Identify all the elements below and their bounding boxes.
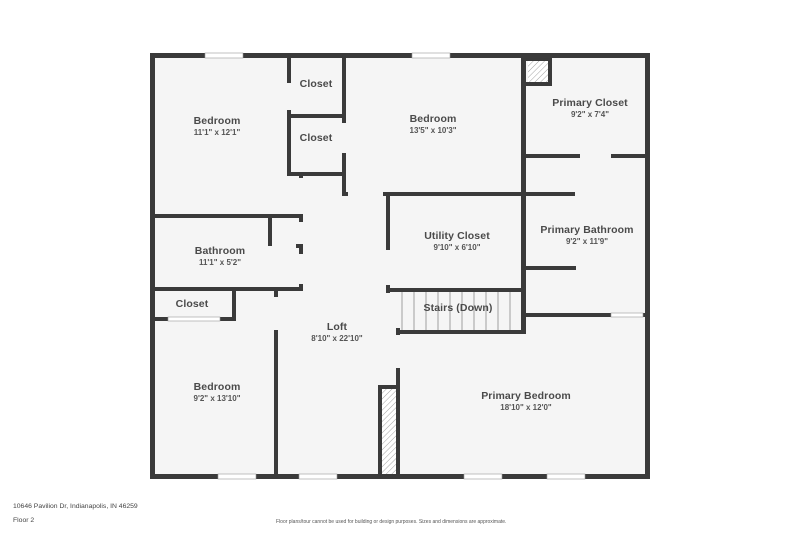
room-name: Primary Bathroom bbox=[540, 224, 634, 236]
stair-treads bbox=[401, 292, 511, 330]
room-bedroom-n: Bedroom 13'5" x 10'3" bbox=[410, 113, 457, 135]
room-name: Closet bbox=[175, 298, 209, 310]
room-name: Bathroom bbox=[194, 245, 246, 257]
walls bbox=[150, 53, 650, 479]
room-dimensions: 11'1" x 5'2" bbox=[198, 258, 242, 267]
room-closet-3: Closet bbox=[176, 298, 209, 310]
chimney-hatch bbox=[528, 61, 548, 82]
windows bbox=[167, 52, 644, 480]
room-bathroom: Bathroom 11'1" x 5'2" bbox=[195, 245, 245, 267]
room-name: Stairs (Down) bbox=[423, 302, 493, 314]
room-closet-1: Closet bbox=[300, 78, 333, 90]
room-primary-bedroom: Primary Bedroom 18'10" x 12'0" bbox=[481, 390, 571, 412]
room-dimensions: 11'1" x 12'1" bbox=[193, 128, 241, 137]
room-bedroom-sw: Bedroom 9'2" x 13'10" bbox=[194, 381, 241, 403]
room-bedroom-nw: Bedroom 11'1" x 12'1" bbox=[194, 115, 241, 137]
room-loft: Loft 8'10" x 22'10" bbox=[311, 321, 362, 343]
floor-label: Floor 2 bbox=[13, 517, 35, 524]
column-hatch bbox=[382, 389, 396, 474]
room-closet-2: Closet bbox=[300, 132, 333, 144]
room-primary-closet: Primary Closet 9'2" x 7'4" bbox=[552, 97, 628, 119]
room-name: Closet bbox=[299, 78, 333, 90]
room-name: Utility Closet bbox=[424, 230, 490, 242]
room-dimensions: 9'2" x 11'9" bbox=[565, 237, 609, 246]
room-dimensions: 13'5" x 10'3" bbox=[409, 126, 457, 135]
room-name: Primary Closet bbox=[552, 97, 628, 109]
room-dimensions: 18'10" x 12'0" bbox=[500, 403, 552, 412]
disclaimer: Floor plans/tour cannot be used for buil… bbox=[276, 519, 507, 525]
property-address: 10646 Pavilion Dr, Indianapolis, IN 4625… bbox=[13, 503, 138, 510]
room-name: Bedroom bbox=[409, 113, 457, 125]
room-primary-bathroom: Primary Bathroom 9'2" x 11'9" bbox=[540, 224, 633, 246]
room-dimensions: 8'10" x 22'10" bbox=[311, 334, 363, 343]
room-utility-closet: Utility Closet 9'10" x 6'10" bbox=[424, 230, 490, 252]
room-dimensions: 9'2" x 7'4" bbox=[570, 110, 610, 119]
room-name: Loft bbox=[326, 321, 348, 333]
room-dimensions: 9'10" x 6'10" bbox=[433, 243, 481, 252]
room-name: Closet bbox=[299, 132, 333, 144]
room-dimensions: 9'2" x 13'10" bbox=[193, 394, 241, 403]
room-name: Primary Bedroom bbox=[481, 390, 571, 402]
room-name: Bedroom bbox=[193, 381, 241, 393]
room-name: Bedroom bbox=[193, 115, 241, 127]
room-stairs: Stairs (Down) bbox=[424, 302, 493, 314]
